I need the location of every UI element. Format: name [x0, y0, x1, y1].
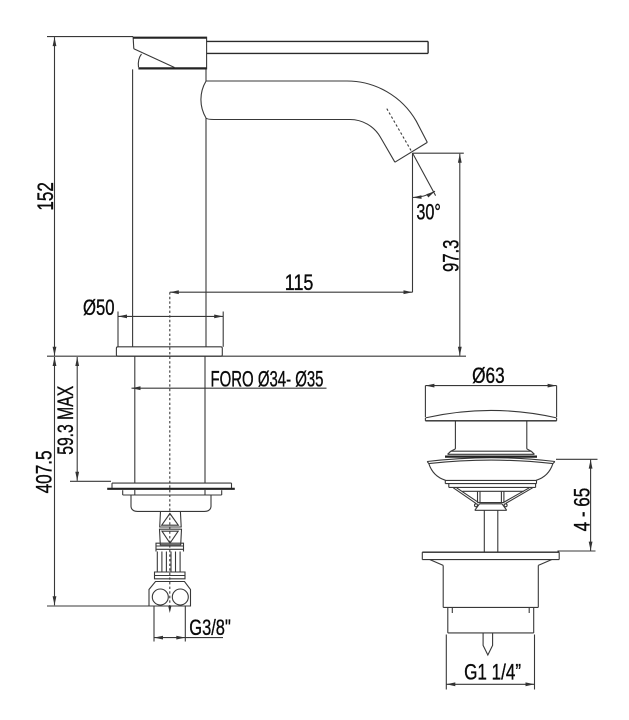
- svg-text:Ø63: Ø63: [472, 363, 505, 388]
- svg-text:4 - 65: 4 - 65: [570, 488, 595, 532]
- svg-text:407.5: 407.5: [32, 450, 57, 493]
- svg-text:59.3 MAX: 59.3 MAX: [53, 386, 78, 455]
- svg-text:152: 152: [33, 182, 58, 211]
- svg-text:Ø50: Ø50: [83, 295, 115, 320]
- svg-text:FORO Ø34- Ø35: FORO Ø34- Ø35: [211, 366, 324, 391]
- svg-text:G3/8": G3/8": [189, 615, 231, 640]
- svg-text:G1 1/4”: G1 1/4”: [464, 660, 521, 685]
- svg-text:115: 115: [285, 270, 314, 295]
- svg-text:97.3: 97.3: [438, 240, 463, 273]
- svg-text:30°: 30°: [416, 200, 441, 225]
